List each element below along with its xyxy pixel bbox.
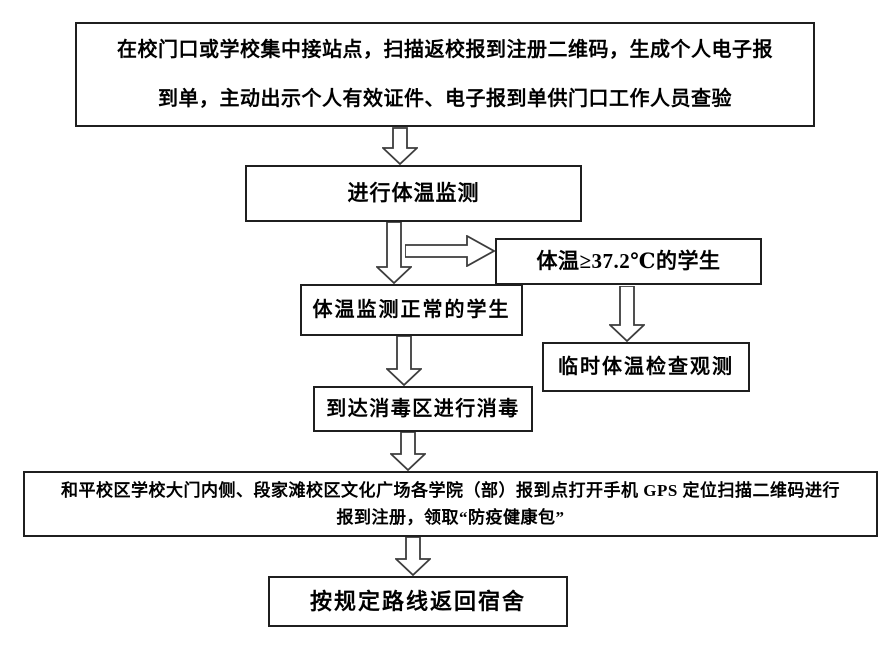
arrival-line-1: 在校门口或学校集中接站点，扫描返校报到注册二维码，生成个人电子报 [117,38,773,61]
gps-registration-line-1: 和平校区学校大门内侧、段家滩校区文化广场各学院（部）报到点打开手机 GPS 定位… [60,481,841,501]
arrival-line-2: 到单，主动出示个人有效证件、电子报到单供门口工作人员查验 [158,87,732,110]
node-arrival-registration: 在校门口或学校集中接站点，扫描返校报到注册二维码，生成个人电子报 到单，主动出示… [75,22,815,127]
arrow-registration-to-dormitory [395,537,431,576]
arrow-arrival-to-temp-check [382,127,418,165]
arrow-disinfection-to-registration [390,432,426,471]
disinfection-label: 到达消毒区进行消毒 [326,397,520,420]
return-dormitory-label: 按规定路线返回宿舍 [309,588,526,614]
node-disinfection: 到达消毒区进行消毒 [313,386,533,432]
arrow-fever-to-observation [609,286,645,342]
node-temporary-observation: 临时体温检查观测 [542,342,750,392]
gps-registration-line-2: 报到注册，领取“防疫健康包” [336,507,565,527]
temporary-observation-label: 临时体温检查观测 [558,355,734,378]
normal-students-label: 体温监测正常的学生 [312,298,511,321]
arrow-temp-check-to-fever [405,235,495,267]
temperature-check-label: 进行体温监测 [347,181,480,206]
arrow-temp-check-to-normal [376,222,412,284]
node-gps-registration: 和平校区学校大门内侧、段家滩校区文化广场各学院（部）报到点打开手机 GPS 定位… [23,471,878,537]
node-normal-students: 体温监测正常的学生 [300,284,523,336]
arrow-normal-to-disinfection [386,336,422,386]
node-fever-students: 体温≥37.2℃的学生 [495,238,762,285]
fever-students-label: 体温≥37.2℃的学生 [536,249,721,274]
node-return-dormitory: 按规定路线返回宿舍 [268,576,568,627]
node-temperature-check: 进行体温监测 [245,165,582,222]
